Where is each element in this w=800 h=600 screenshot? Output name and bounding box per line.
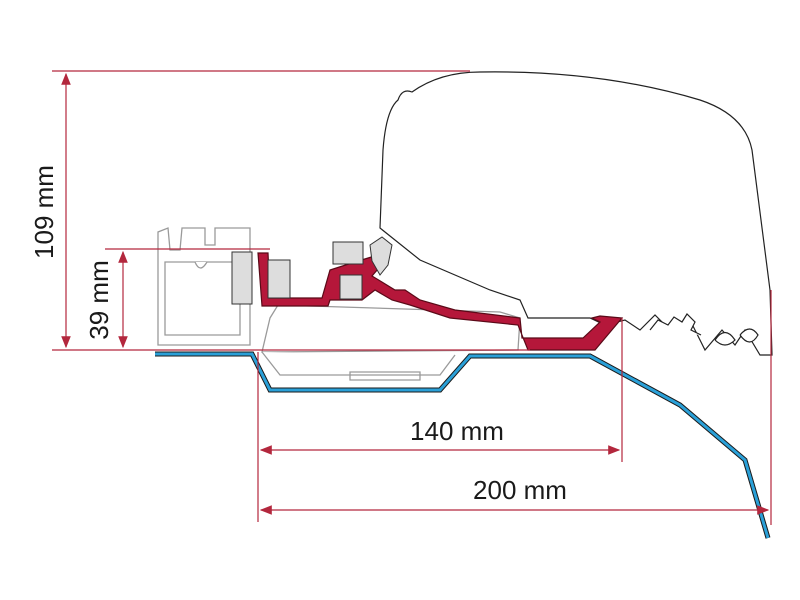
awning-end-profile	[649, 313, 759, 346]
mount-lower-housing	[261, 351, 456, 381]
roof-rail-profile	[157, 227, 251, 346]
label-200mm: 200 mm	[473, 475, 567, 505]
dimension-140mm	[257, 318, 623, 522]
bolts	[231, 236, 393, 305]
label-39mm: 39 mm	[84, 260, 114, 339]
mount-housing	[261, 304, 521, 353]
dimension-200mm	[259, 290, 772, 525]
label-140mm: 140 mm	[410, 416, 504, 446]
dimension-109mm	[52, 70, 530, 351]
dimension-39mm	[105, 248, 270, 349]
label-109mm: 109 mm	[29, 165, 59, 259]
